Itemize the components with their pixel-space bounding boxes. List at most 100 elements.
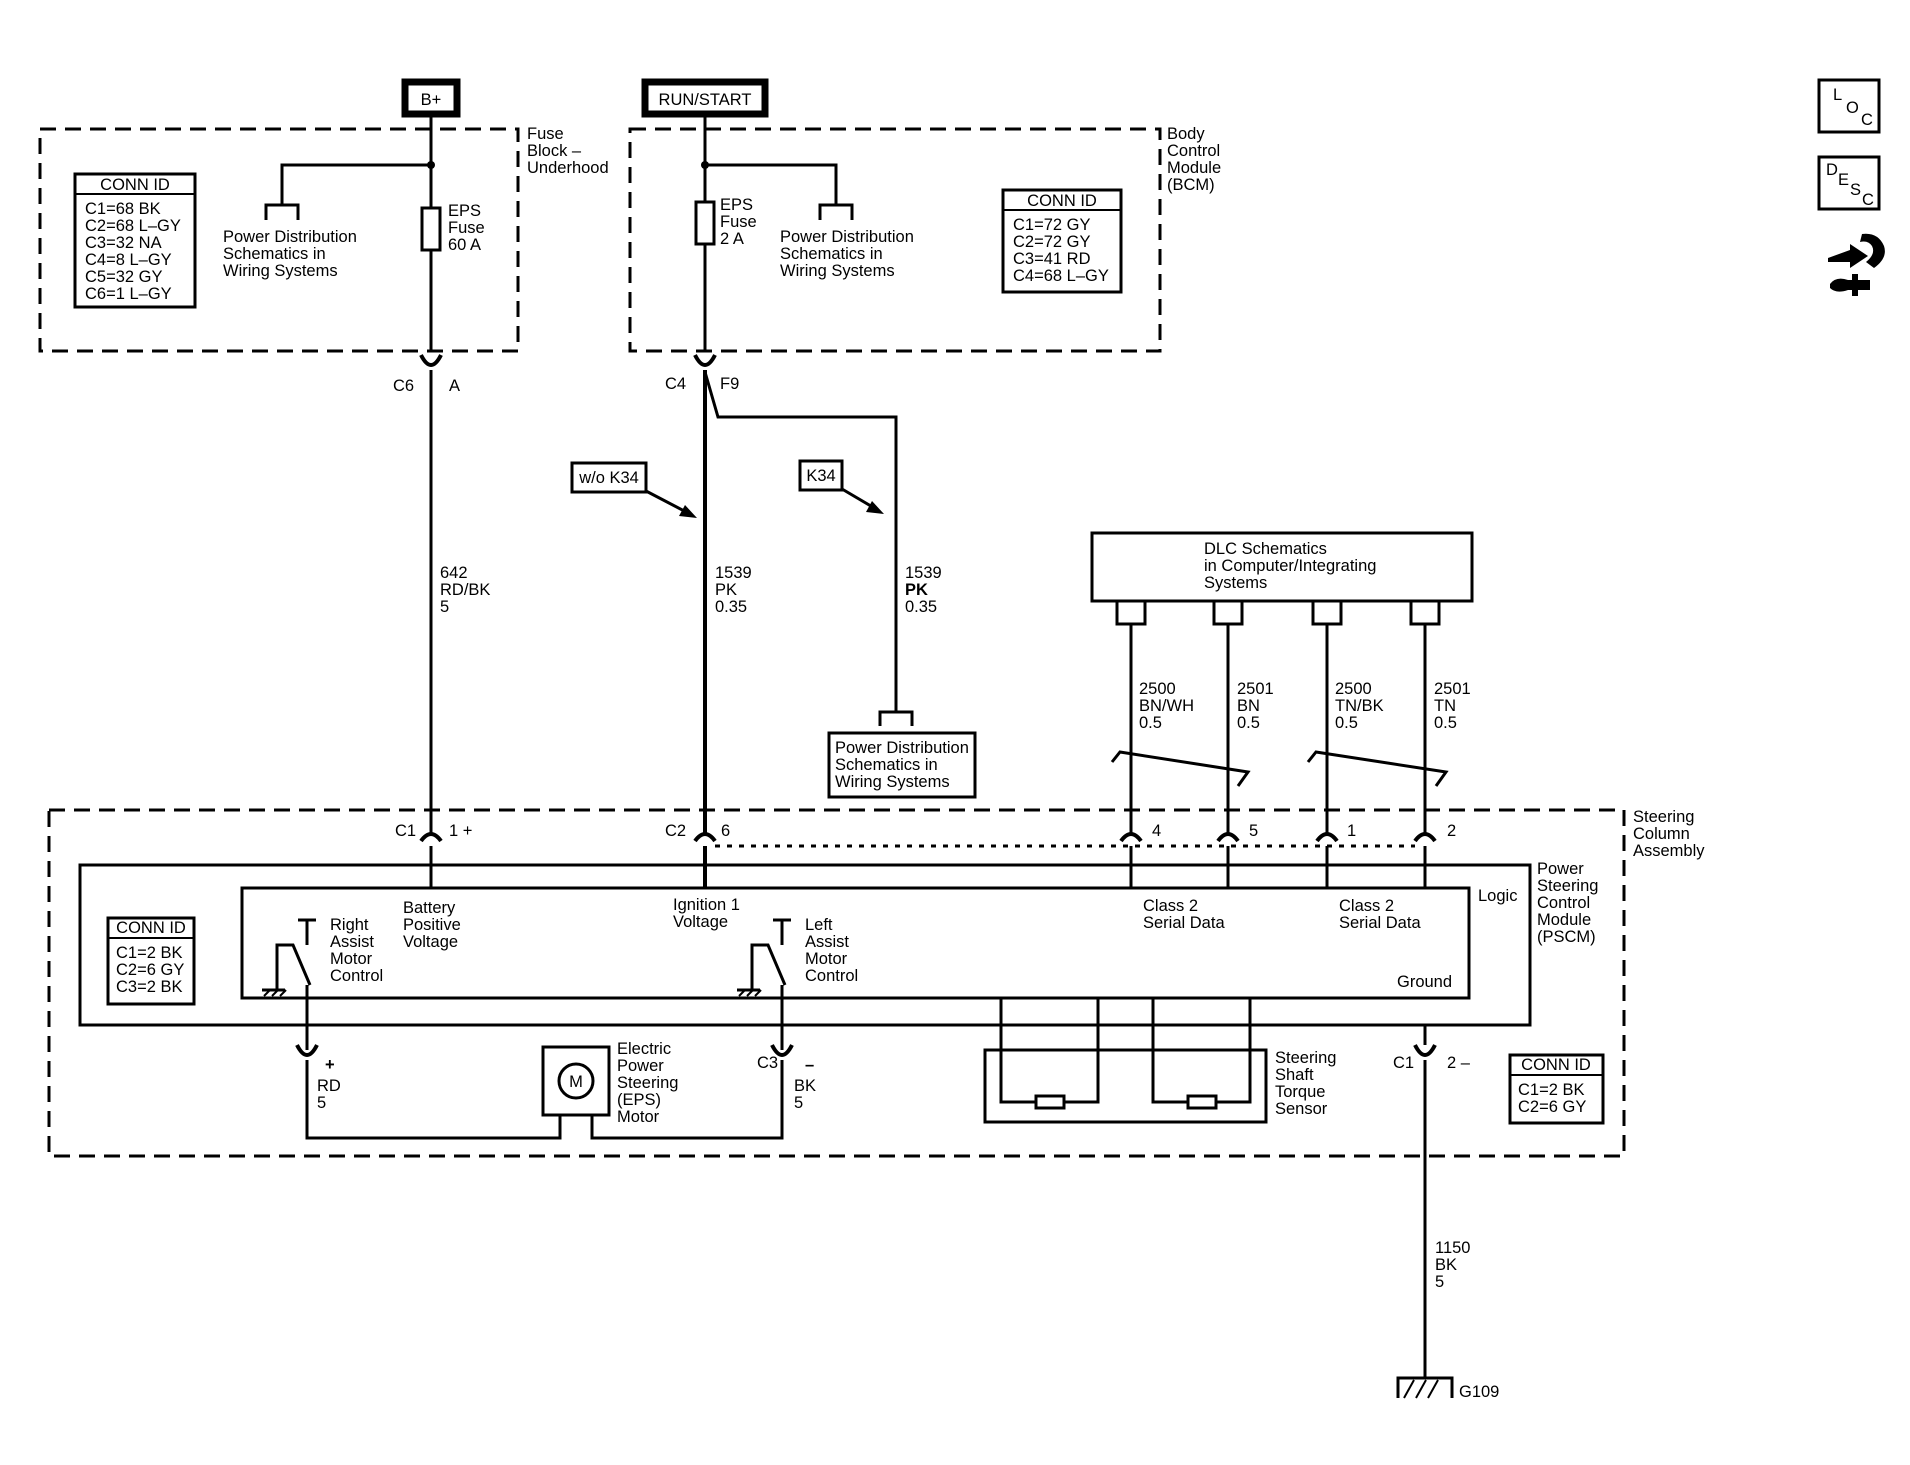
left-assist-label: Left xyxy=(805,916,833,934)
conn-id-title: CONN ID xyxy=(1027,192,1097,210)
wire-bk-gauge: 5 xyxy=(794,1094,803,1112)
body-control-module: Body Control Module (BCM) EPS Fuse 2 A P… xyxy=(628,125,1221,353)
right-assist-label: Assist xyxy=(330,933,374,951)
option-k34: K34 xyxy=(798,459,884,514)
c6-pin: A xyxy=(449,377,460,395)
pd-box-text: Wiring Systems xyxy=(835,773,950,791)
bcm-label-2: Control xyxy=(1167,142,1220,160)
connector-tool-icon[interactable] xyxy=(1828,233,1885,296)
pin-2: 2 xyxy=(1447,822,1456,840)
fuse-text: EPS xyxy=(720,196,753,214)
bplus-header: B+ xyxy=(401,78,461,118)
conn-row: C2=6 GY xyxy=(116,961,184,979)
class2-label: Class 2 xyxy=(1339,897,1394,915)
wire-1539a-circuit: 1539 xyxy=(715,564,752,582)
class2-label: Serial Data xyxy=(1339,914,1421,932)
k34-label: K34 xyxy=(806,467,835,485)
c1-top-pin: 1 + xyxy=(449,822,472,840)
right-assist-label: Right xyxy=(330,916,369,934)
right-assist-switch xyxy=(262,918,316,1050)
fuse-block-underhood: Fuse Block – Underhood CONN ID C1=68 BK … xyxy=(38,125,609,353)
pscm-label: Power xyxy=(1537,860,1584,878)
pscm-label: Steering xyxy=(1537,877,1598,895)
pd-box-text: Power Distribution xyxy=(835,739,969,757)
fuse-block-label-1: Fuse xyxy=(527,125,564,143)
wire-2501a: BN xyxy=(1237,697,1260,715)
option-wo-k34: w/o K34 xyxy=(570,461,697,518)
wire-2500a: 0.5 xyxy=(1139,714,1162,732)
c4-pin: F9 xyxy=(720,375,739,393)
dlc-schematics-box: DLC Schematics in Computer/Integrating S… xyxy=(1090,531,1474,626)
left-assist-label: Motor xyxy=(805,950,848,968)
logic-label: Logic xyxy=(1478,887,1517,905)
ignition-label: Voltage xyxy=(673,913,728,931)
motor-label: Power xyxy=(617,1057,664,1075)
pd-text: Power Distribution xyxy=(223,228,357,246)
wire-1539b-circuit: 1539 xyxy=(905,564,942,582)
desc-icon[interactable]: D E S C xyxy=(1817,155,1881,211)
torque-label: Shaft xyxy=(1275,1066,1314,1084)
pd-text: Schematics in xyxy=(780,245,883,263)
steering-label: Assembly xyxy=(1633,842,1705,860)
pd-text: Wiring Systems xyxy=(223,262,338,280)
c6-label: C6 xyxy=(393,377,414,395)
fuse-text: Fuse xyxy=(720,213,757,231)
fuse-text: EPS xyxy=(448,202,481,220)
torque-label: Sensor xyxy=(1275,1100,1328,1118)
wire-2500b: 0.5 xyxy=(1335,714,1358,732)
pd-text: Schematics in xyxy=(223,245,326,263)
battery-label: Battery xyxy=(403,899,456,917)
eps-motor: M xyxy=(541,1045,611,1117)
wire-2500b: TN/BK xyxy=(1335,697,1384,715)
eps-fuse-2a xyxy=(694,200,716,246)
wire-bk-color: BK xyxy=(794,1077,816,1095)
fuse-text: 60 A xyxy=(448,236,481,254)
wire-2500a: 2500 xyxy=(1139,680,1176,698)
c2-label: C2 xyxy=(665,822,686,840)
left-assist-label: Control xyxy=(805,967,858,985)
wire-rd-color: RD xyxy=(317,1077,341,1095)
fuse-block-label-2: Block – xyxy=(527,142,582,160)
connector-c6: C6 A xyxy=(393,354,460,395)
conn-id-title: CONN ID xyxy=(116,919,186,937)
loc-icon[interactable]: L O C xyxy=(1817,78,1881,134)
motor-label: Motor xyxy=(617,1108,660,1126)
desc-letter: C xyxy=(1862,191,1874,209)
motor-label: Steering xyxy=(617,1074,678,1092)
motor-label: (EPS) xyxy=(617,1091,661,1109)
pscm-label: (PSCM) xyxy=(1537,928,1596,946)
dlc-text: DLC Schematics xyxy=(1204,540,1327,558)
wire-2501b: TN xyxy=(1434,697,1456,715)
ignition-label: Ignition 1 xyxy=(673,896,740,914)
left-assist-switch xyxy=(737,918,791,1050)
wire-2501b: 2501 xyxy=(1434,680,1471,698)
battery-label: Positive xyxy=(403,916,461,934)
conn-row: C2=6 GY xyxy=(1518,1098,1586,1116)
dlc-text: Systems xyxy=(1204,574,1267,592)
battery-label: Voltage xyxy=(403,933,458,951)
class2-label: Serial Data xyxy=(1143,914,1225,932)
bcm-label-4: (BCM) xyxy=(1167,176,1215,194)
motor-label: Electric xyxy=(617,1040,671,1058)
wire-1539a-color: PK xyxy=(715,581,737,599)
pd-box-text: Schematics in xyxy=(835,756,938,774)
minus-sign: – xyxy=(805,1056,814,1074)
pin-5: 5 xyxy=(1249,822,1258,840)
wire-642-color: RD/BK xyxy=(440,581,490,599)
wire-1539b-color: PK xyxy=(905,581,928,599)
steering-conn-id-table: CONN ID C1=2 BK C2=6 GY xyxy=(1508,1053,1605,1125)
conn-row: C3=41 RD xyxy=(1013,250,1091,268)
fuse-block-label-3: Underhood xyxy=(527,159,609,177)
pscm-conn-id-table: CONN ID C1=2 BK C2=6 GY C3=2 BK xyxy=(106,916,196,1006)
wire-2501a: 0.5 xyxy=(1237,714,1260,732)
eps-fuse-60a xyxy=(420,206,442,252)
c3-label: C3 xyxy=(757,1054,778,1072)
c2-pin: 6 xyxy=(721,822,730,840)
wire-rd-gauge: 5 xyxy=(317,1094,326,1112)
wire-1150-gauge: 5 xyxy=(1435,1273,1444,1291)
pd-text: Power Distribution xyxy=(780,228,914,246)
motor-symbol: M xyxy=(569,1073,583,1091)
steering-label: Column xyxy=(1633,825,1690,843)
